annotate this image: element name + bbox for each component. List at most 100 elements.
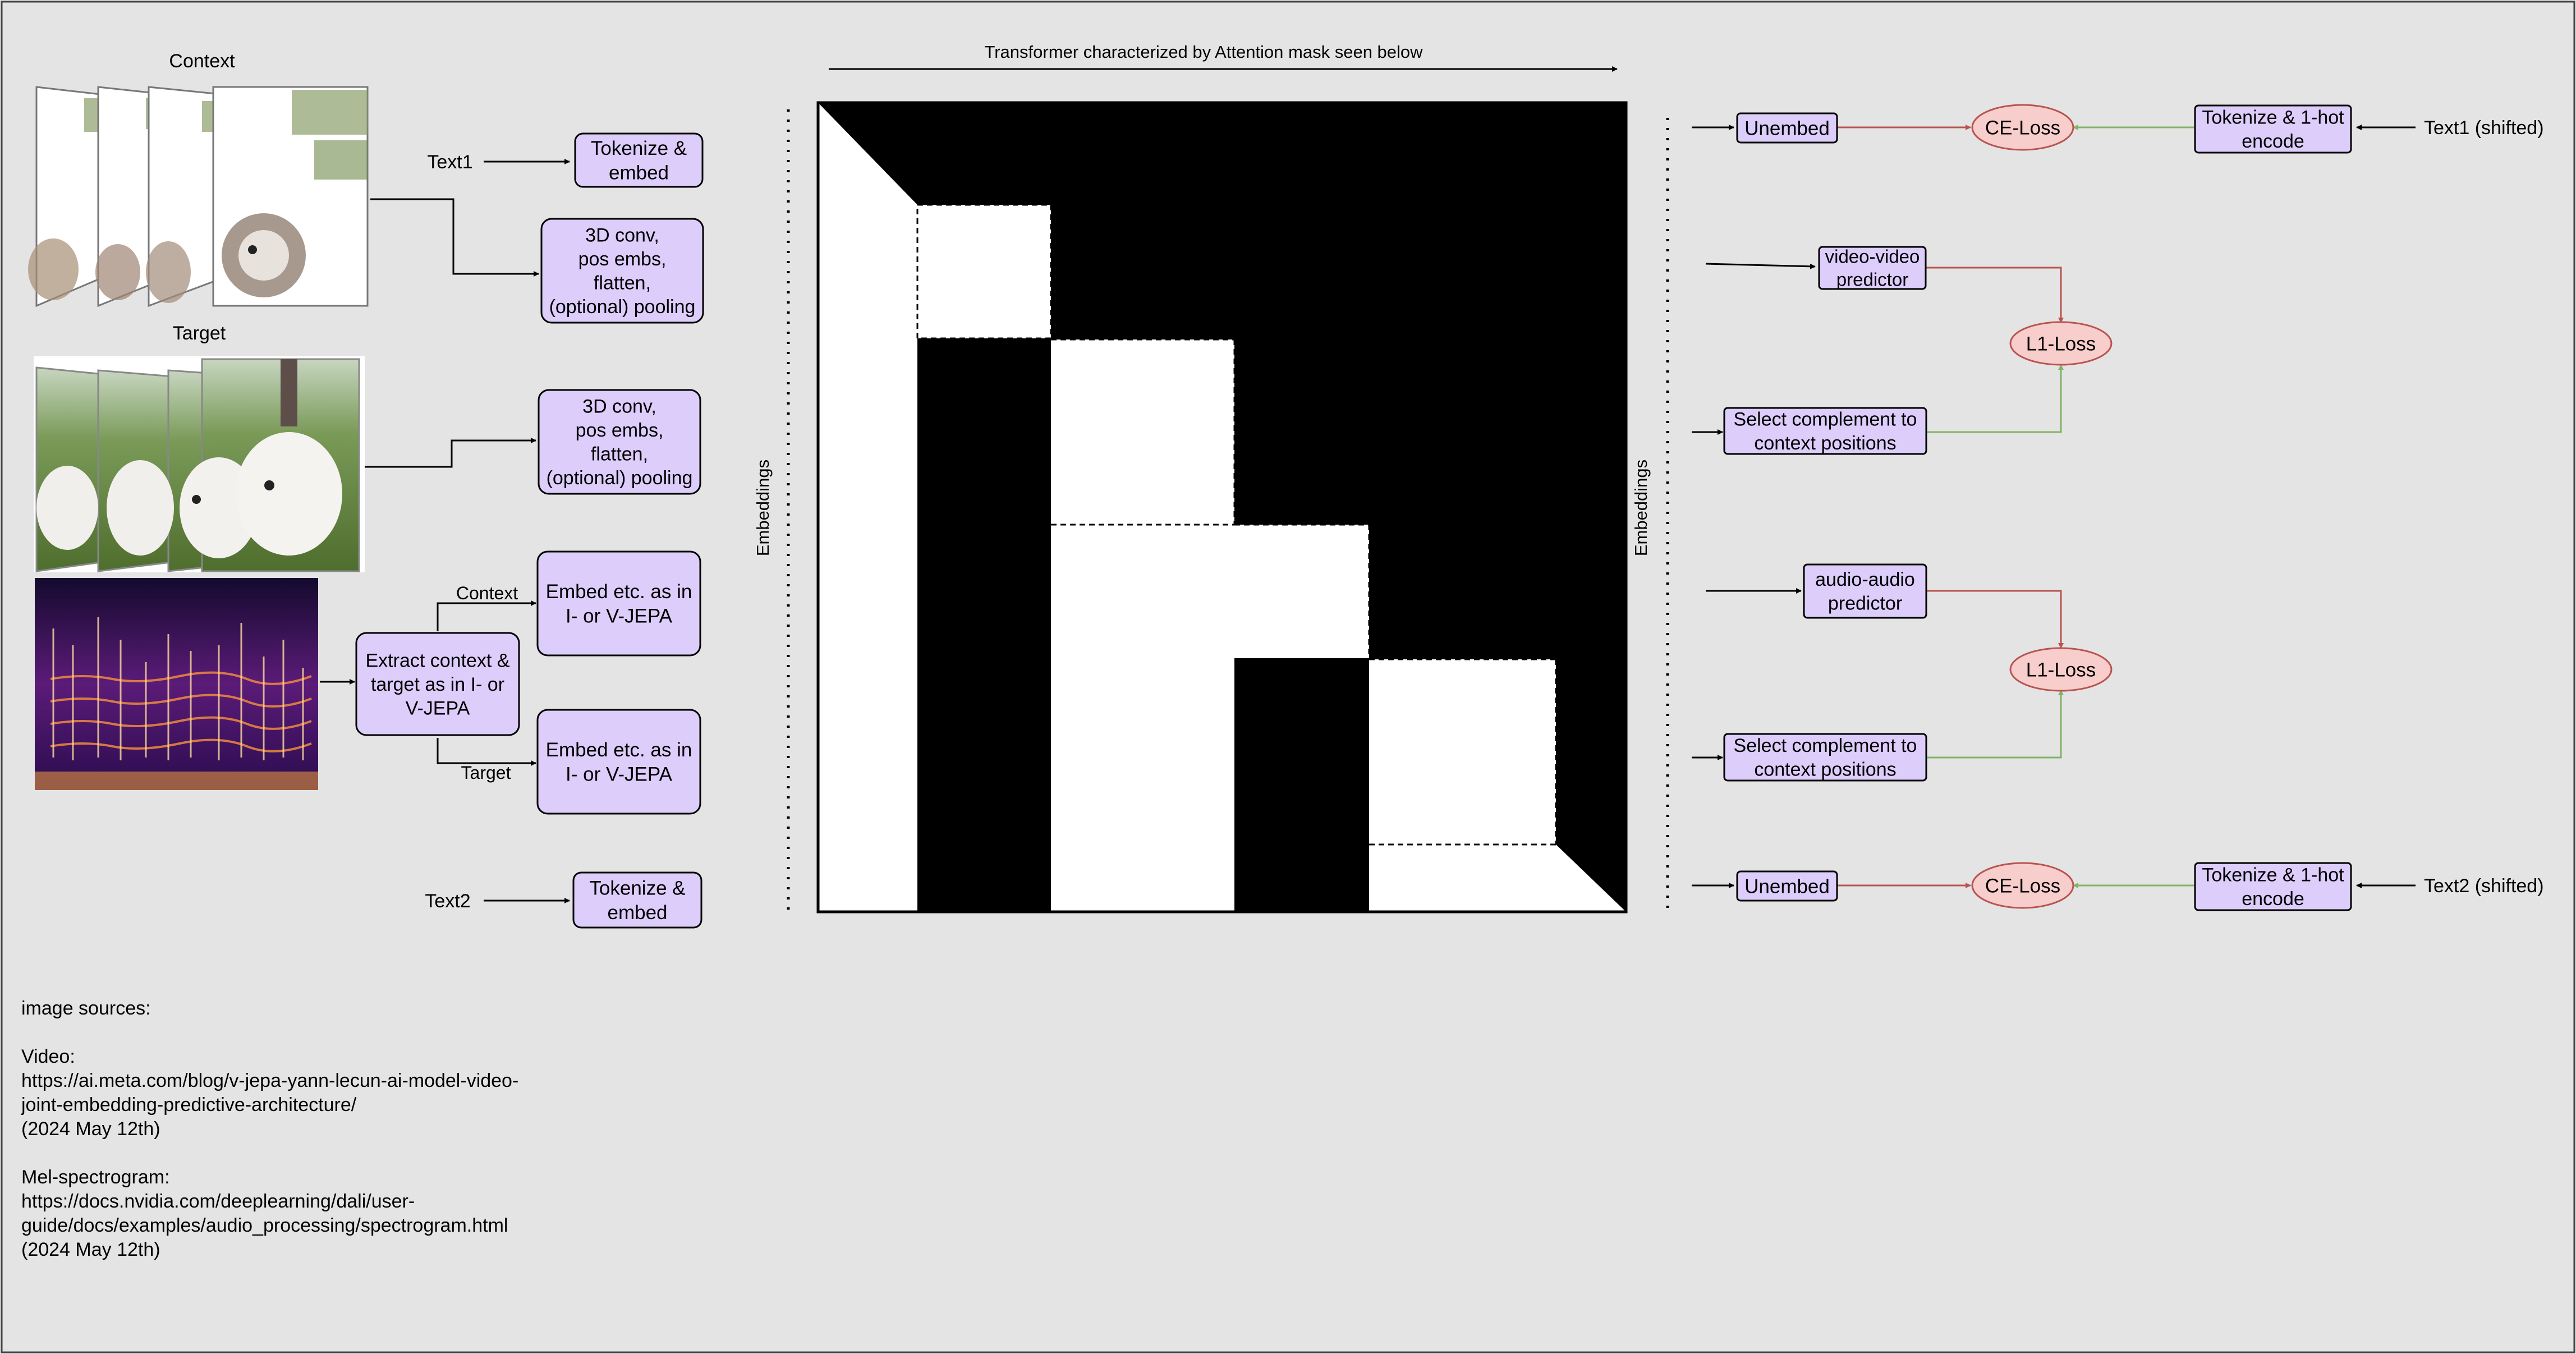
conv-target-line-0: 3D conv, [582, 396, 656, 417]
tokenize-embed-1-line-1: embed [609, 162, 669, 184]
mel-spectrogram [35, 578, 318, 790]
extract-line-1: target as in I- or [371, 674, 504, 695]
tokenize-onehot-2-shape [2194, 862, 2352, 911]
conv-target-line-1: pos embs, [576, 420, 664, 441]
conv-context-shape [540, 218, 704, 324]
extract-line-0: Extract context & [366, 650, 510, 671]
select-1-shape [1723, 407, 1927, 455]
l1-loss-2-line-0: L1-Loss [2026, 659, 2096, 681]
audio-predictor-box: audio-audio predictor [1803, 563, 1927, 619]
branch-target-label: Target [461, 763, 511, 783]
video-predictor-line-0: video-video [1825, 246, 1920, 267]
ce-loss-ellipse-2: CE-Loss [1971, 862, 2074, 909]
conv-target-line-3: (optional) pooling [547, 467, 693, 489]
select-2-shape [1723, 733, 1927, 782]
embed-target-shape [536, 709, 701, 815]
source-line-0: image sources: [21, 998, 151, 1019]
source-line-4: joint-embedding-predictive-architecture/ [21, 1094, 357, 1116]
embeddings-left-label: Embeddings [753, 460, 773, 556]
embed-context-line-1: I- or V-JEPA [566, 605, 673, 627]
transformer-label: Transformer characterized by Attention m… [984, 42, 1423, 62]
source-line-2: Video: [21, 1046, 75, 1067]
embed-target-line-1: I- or V-JEPA [566, 764, 673, 786]
ce-loss-1-line-0: CE-Loss [1985, 117, 2060, 139]
tokenize-embed-1-shape [574, 132, 704, 188]
ce-loss-1-shape [1971, 104, 2074, 151]
select-1-line-1: context positions [1754, 433, 1896, 454]
extract-context-target-box: Extract context & target as in I- orV-JEP… [355, 632, 520, 736]
right-connectors [1692, 125, 2416, 888]
target-label: Target [173, 323, 226, 344]
conv-context-line-2: flatten, [594, 273, 651, 294]
embed-context-line-0: Embed etc. as in [546, 581, 692, 603]
unembed-1-line-0: Unembed [1744, 117, 1830, 139]
ce-loss-ellipse-1: CE-Loss [1971, 104, 2074, 151]
embed-context-box: Embed etc. as inI- or V-JEPA [536, 550, 701, 657]
tokenize-onehot-1-shape [2194, 104, 2352, 154]
conv-context-box: 3D conv,pos embs,flatten,(optional) pool… [540, 218, 704, 324]
target-video-frames [34, 356, 365, 572]
unembed-1-shape [1736, 112, 1838, 144]
tokenize-onehot-1-line-1: encode [2242, 131, 2304, 152]
source-line-8: https://docs.nvidia.com/deeplearning/dal… [21, 1191, 415, 1212]
conv-target-shape [538, 389, 701, 495]
select-complement-box-1: Select complement to context positions [1723, 407, 1927, 455]
tokenize-onehot-2-line-1: encode [2242, 888, 2304, 910]
source-line-9: guide/docs/examples/audio_processing/spe… [21, 1215, 508, 1236]
conv-context-line-1: pos embs, [578, 249, 667, 270]
extract-shape [355, 632, 520, 736]
tokenize-onehot-2-line-0: Tokenize & 1-hot [2202, 865, 2344, 886]
audio-predictor-line-1: predictor [1828, 593, 1902, 614]
tokenize-embed-2-shape [572, 871, 702, 929]
branch-context-label: Context [456, 583, 518, 603]
tokenize-onehot-box-1: Tokenize & 1-hot encode [2194, 104, 2352, 154]
audio-predictor-shape [1803, 563, 1927, 619]
context-video-frames [28, 86, 369, 307]
select-2-line-1: context positions [1754, 759, 1896, 781]
audio-predictor-line-0: audio-audio [1815, 569, 1915, 590]
embed-target-line-0: Embed etc. as in [546, 739, 692, 761]
unembed-2-shape [1736, 870, 1838, 902]
embeddings-right-label: Embeddings [1631, 460, 1651, 556]
source-line-10: (2024 May 12th) [21, 1239, 160, 1260]
select-complement-box-2: Select complement to context positions [1723, 733, 1927, 782]
source-line-5: (2024 May 12th) [21, 1118, 160, 1140]
select-1-line-0: Select complement to [1734, 409, 1917, 430]
l1-loss-2-shape [2009, 647, 2113, 692]
l1-loss-ellipse-2: L1-Loss [2009, 647, 2113, 692]
conv-target-box: 3D conv, pos embs, flatten,(optional) pool… [538, 389, 701, 495]
unembed-box-2: Unembed [1736, 870, 1838, 902]
context-label: Context [169, 51, 235, 72]
embed-target-box: Embed etc. as in I- or V-JEPA [536, 709, 701, 815]
attention-mask [816, 101, 1628, 914]
video-predictor-shape [1818, 246, 1927, 290]
extract-line-2: V-JEPA [406, 697, 470, 719]
conv-target-line-2: flatten, [591, 444, 648, 465]
text2-shifted-label: Text2 (shifted) [2424, 875, 2544, 897]
l1-loss-1-line-0: L1-Loss [2026, 333, 2096, 355]
tokenize-embed-box-1: Tokenize & embed [574, 132, 704, 188]
source-line-3: https://ai.meta.com/blog/v-jepa-yann-lec… [21, 1070, 518, 1091]
l1-loss-1-shape [2009, 321, 2113, 366]
conv-context-line-0: 3D conv, [585, 225, 659, 246]
select-2-line-0: Select complement to [1734, 735, 1917, 756]
left-connectors [320, 159, 570, 903]
ce-loss-2-shape [1971, 862, 2074, 909]
tokenize-embed-2-line-0: Tokenize & [589, 877, 685, 899]
l1-loss-ellipse-1: L1-Loss [2009, 321, 2113, 366]
tokenize-onehot-1-line-0: Tokenize & 1-hot [2202, 107, 2344, 128]
image-sources-text: image sources: Video: https://ai.meta.com/… [21, 998, 518, 1260]
text2-label: Text2 [425, 891, 470, 912]
tokenize-embed-1-line-0: Tokenize & [591, 137, 687, 159]
ce-loss-2-line-0: CE-Loss [1985, 875, 2060, 897]
unembed-box-1: Unembed [1736, 112, 1838, 144]
source-line-7: Mel-spectrogram: [21, 1167, 170, 1188]
embed-context-shape [536, 550, 701, 657]
text1-shifted-label: Text1 (shifted) [2424, 117, 2544, 139]
tokenize-embed-box-2: Tokenize &embed [572, 871, 702, 929]
text1-label: Text1 [427, 152, 472, 173]
